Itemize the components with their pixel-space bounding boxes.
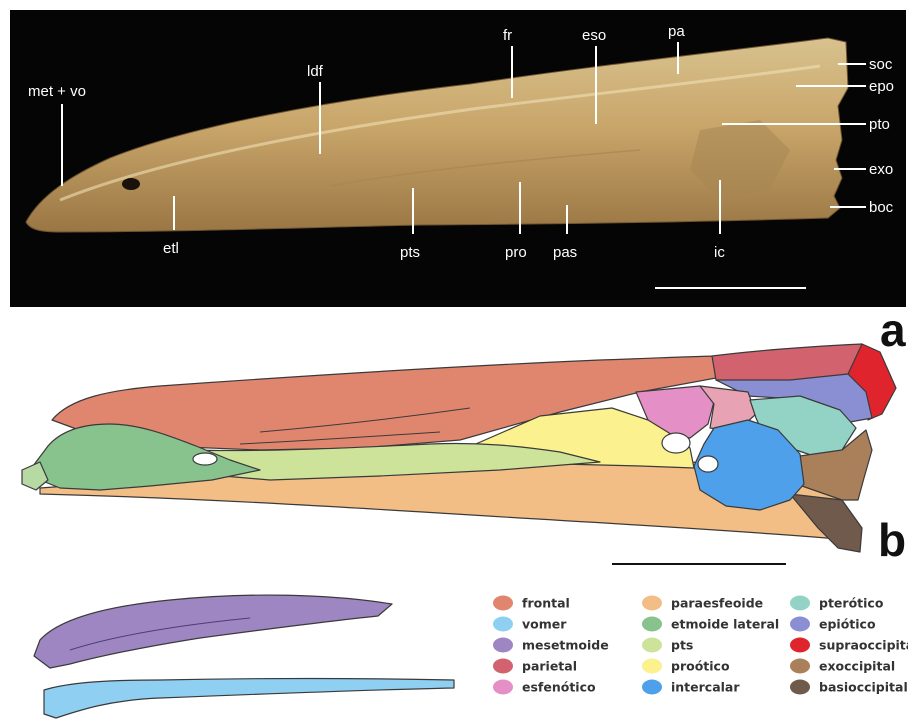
label-etl: etl: [163, 240, 179, 257]
legend-label: pterótico: [819, 596, 884, 611]
label-soc: soc: [869, 56, 893, 73]
label-met-vo: met + vo: [28, 83, 86, 100]
legend: frontal vomer mesetmoide parietal esfenótico…: [493, 596, 908, 695]
label-ldf: ldf: [307, 63, 324, 80]
label-pto: pto: [869, 116, 890, 133]
legend-swatch: [493, 680, 513, 695]
otic-foramen: [662, 433, 690, 453]
photo-panel: met + vo ldf fr eso pa soc epo pto exo b…: [10, 10, 906, 307]
legend-label: pts: [671, 638, 693, 653]
legend-swatch: [790, 680, 810, 695]
legend-swatch: [642, 659, 662, 674]
label-fr: fr: [503, 27, 512, 44]
legend-swatch: [642, 680, 662, 695]
legend-swatch: [493, 638, 513, 653]
label-exo: exo: [869, 161, 893, 178]
legend-swatch: [642, 638, 662, 653]
skull-foramen: [122, 178, 140, 190]
legend-label: exoccipital: [819, 659, 895, 674]
legend-swatch: [642, 617, 662, 632]
legend-label: vomer: [522, 617, 567, 632]
label-eso: eso: [582, 27, 606, 44]
label-pts: pts: [400, 244, 420, 261]
bone-mesetmoide-detached: [34, 595, 392, 668]
legend-swatch: [493, 596, 513, 611]
legend-label: proótico: [671, 659, 730, 674]
legend-label: paraesfeoide: [671, 596, 763, 611]
legend-label: supraoccipital: [819, 638, 908, 653]
legend-swatch: [790, 638, 810, 653]
label-ic: ic: [714, 244, 725, 261]
intercalar-foramen: [698, 456, 718, 472]
label-boc: boc: [869, 199, 894, 216]
legend-label: parietal: [522, 659, 577, 674]
legend-label: esfenótico: [522, 680, 596, 695]
ethmoid-foramen: [193, 453, 217, 465]
label-epo: epo: [869, 78, 894, 95]
legend-label: intercalar: [671, 680, 740, 695]
legend-label: frontal: [522, 596, 570, 611]
legend-swatch: [790, 596, 810, 611]
legend-swatch: [642, 596, 662, 611]
label-pro: pro: [505, 244, 527, 261]
panel-letter-a: a: [880, 304, 906, 356]
legend-label: basioccipital: [819, 680, 908, 695]
schematic-panel: [22, 344, 896, 552]
panel-letter-b: b: [878, 514, 906, 566]
legend-label: etmoide lateral: [671, 617, 779, 632]
bone-vomer-detached: [44, 679, 454, 719]
legend-label: mesetmoide: [522, 638, 609, 653]
legend-swatch: [493, 659, 513, 674]
legend-swatch: [493, 617, 513, 632]
legend-swatch: [790, 617, 810, 632]
legend-label: epiótico: [819, 617, 876, 632]
label-pa: pa: [668, 23, 685, 40]
legend-swatch: [790, 659, 810, 674]
label-pas: pas: [553, 244, 577, 261]
